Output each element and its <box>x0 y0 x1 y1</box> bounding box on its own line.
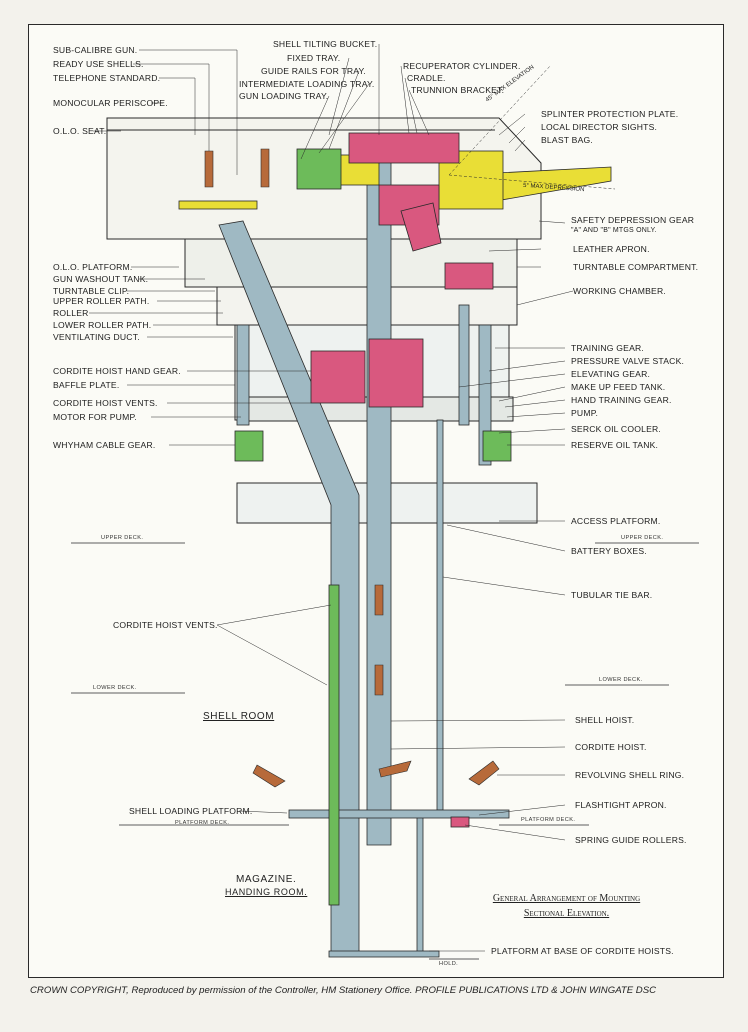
label-access-platform: ACCESS PLATFORM. <box>571 516 661 526</box>
label-make-up-feed-tank: MAKE UP FEED TANK. <box>571 382 666 392</box>
label-shell-room: SHELL ROOM <box>203 711 274 722</box>
hoist-base-platform <box>328 950 440 958</box>
deck-hold: HOLD. <box>439 961 459 967</box>
label-lower-roller-path: LOWER ROLLER PATH. <box>53 320 152 330</box>
label-gun-loading-tray: GUN LOADING TRAY. <box>239 91 329 101</box>
hoist-shell-2 <box>374 664 384 696</box>
label-hand-training-gear: HAND TRAINING GEAR. <box>571 395 672 405</box>
label-working-chamber: WORKING CHAMBER. <box>573 286 666 296</box>
label-pump: PUMP. <box>571 408 599 418</box>
reserve-oil-tank <box>482 430 512 462</box>
copyright-credit: CROWN COPYRIGHT, Reproduced by permissio… <box>30 985 657 996</box>
deck-upper-right: UPPER DECK. <box>621 535 664 541</box>
label-shell-tilting-bucket: SHELL TILTING BUCKET. <box>273 39 378 49</box>
label-telephone-standard: TELEPHONE STANDARD. <box>53 73 161 83</box>
label-intermediate-loading-tray: INTERMEDIATE LOADING TRAY. <box>239 79 375 89</box>
label-cordite-hoist-vents-upper: CORDITE HOIST VENTS. <box>53 398 158 408</box>
label-roller: ROLLER <box>53 308 89 318</box>
label-fixed-tray: FIXED TRAY. <box>287 53 341 63</box>
training-gear-column <box>458 304 470 426</box>
label-ready-use-shells: READY USE SHELLS. <box>53 59 144 69</box>
loading-tray-green <box>296 148 342 190</box>
sub-calibre-gun <box>178 200 258 210</box>
handing-room-text: HANDING ROOM. <box>225 887 308 897</box>
hoist-shell-1 <box>374 584 384 616</box>
label-guide-rails-for-tray: GUIDE RAILS FOR TRAY. <box>261 66 366 76</box>
label-shell-loading-platform: SHELL LOADING PLATFORM. <box>129 806 253 816</box>
label-elevating-gear: ELEVATING GEAR. <box>571 369 651 379</box>
spring-guide-rollers <box>450 816 470 828</box>
label-ventilating-duct: VENTILATING DUCT. <box>53 332 140 342</box>
support-column-right <box>478 324 492 466</box>
label-olo-platform: O.L.O. PLATFORM. <box>53 262 133 272</box>
tubular-tie-bar <box>436 419 444 811</box>
mounting-sectional-elevation <box>71 44 699 960</box>
drawing-frame: SUB-CALIBRE GUN. READY USE SHELLS. TELEP… <box>28 24 724 978</box>
shell-room-text: SHELL ROOM <box>203 711 275 722</box>
ready-use-shell-1 <box>204 150 214 188</box>
label-cradle: CRADLE. <box>407 73 446 83</box>
diagram-title: General Arrangement of Mounting Sectiona… <box>479 891 654 921</box>
label-splinter-protection-plate: SPLINTER PROTECTION PLATE. <box>541 109 679 119</box>
pump-unit <box>368 338 424 408</box>
label-turntable-clip: TURNTABLE CLIP. <box>53 286 130 296</box>
deck-upper-left: UPPER DECK. <box>101 535 144 541</box>
deck-lower-right: LOWER DECK. <box>599 677 643 683</box>
label-reserve-oil-tank: RESERVE OIL TANK. <box>571 440 659 450</box>
recuperator <box>348 132 460 164</box>
ready-use-shell-2 <box>260 148 270 188</box>
label-safety-depression-gear: SAFETY DEPRESSION GEAR <box>571 215 695 225</box>
label-local-director-sights: LOCAL DIRECTOR SIGHTS. <box>541 122 658 132</box>
cordite-hoist-green-section <box>328 584 340 906</box>
label-upper-roller-path: UPPER ROLLER PATH. <box>53 296 150 306</box>
label-recuperator-cylinder: RECUPERATOR CYLINDER. <box>403 61 521 71</box>
label-sub-calibre-gun: SUB-CALIBRE GUN. <box>53 45 138 55</box>
deck-lower-left: LOWER DECK. <box>93 685 137 691</box>
label-leather-apron: LEATHER APRON. <box>573 244 650 254</box>
label-trunnion-bracket: TRUNNION BRACKET. <box>411 85 505 95</box>
revolving-shell-ring-right <box>468 760 500 786</box>
label-serck-oil-cooler: SERCK OIL COOLER. <box>571 424 661 434</box>
label-training-gear: TRAINING GEAR. <box>571 343 644 353</box>
label-cordite-hoist: CORDITE HOIST. <box>575 742 647 752</box>
deck-platform-right: PLATFORM DECK. <box>521 817 576 823</box>
label-blast-bag: BLAST BAG. <box>541 135 593 145</box>
label-flashtight-apron: FLASHTIGHT APRON. <box>575 800 667 810</box>
whyham-cable-gear <box>234 430 264 462</box>
title-line-2: Sectional Elevation. <box>523 908 610 919</box>
label-baffle-plate: BAFFLE PLATE. <box>53 380 120 390</box>
label-spring-guide-rollers: SPRING GUIDE ROLLERS. <box>575 835 687 845</box>
magazine-text: MAGAZINE. <box>235 874 297 885</box>
flashtight-apron <box>288 809 510 819</box>
label-tubular-tie-bar: TUBULAR TIE BAR. <box>571 590 653 600</box>
label-turntable-compartment: TURNTABLE COMPARTMENT. <box>573 262 699 272</box>
label-magazine: MAGAZINE. HANDING ROOM. <box>225 873 307 899</box>
label-cordite-hoist-hand-gear: CORDITE HOIST HAND GEAR. <box>53 366 181 376</box>
label-revolving-shell-ring: REVOLVING SHELL RING. <box>575 770 685 780</box>
cordite-hoist-hand-gear <box>310 350 366 404</box>
label-safety-depression-note: "A" AND "B" MTGS ONLY. <box>571 227 657 234</box>
platform-column <box>416 814 424 956</box>
label-pressure-valve-stack: PRESSURE VALVE STACK. <box>571 356 685 366</box>
label-whyham-cable-gear: WHYHAM CABLE GEAR. <box>53 440 156 450</box>
deck-platform-left: PLATFORM DECK. <box>175 820 230 826</box>
support-column-left <box>236 324 250 426</box>
label-shell-hoist: SHELL HOIST. <box>575 715 635 725</box>
revolving-shell-ring-center <box>378 760 412 778</box>
shell-tilting-bucket <box>400 202 442 252</box>
label-monocular-periscope: MONOCULAR PERISCOPE. <box>53 98 168 108</box>
training-gear-unit <box>444 262 494 290</box>
shell-hoist-trunk <box>366 144 392 846</box>
label-gun-washout-tank: GUN WASHOUT TANK. <box>53 274 149 284</box>
label-cordite-hoist-vents-lower: CORDITE HOIST VENTS. <box>113 620 218 630</box>
label-platform-base-cordite-hoists: PLATFORM AT BASE OF CORDITE HOISTS. <box>491 946 674 956</box>
revolving-shell-ring-left <box>252 764 286 788</box>
label-battery-boxes: BATTERY BOXES. <box>571 546 647 556</box>
label-motor-for-pump: MOTOR FOR PUMP. <box>53 412 137 422</box>
label-olo-seat: O.L.O. SEAT. <box>53 126 107 136</box>
title-line-1: General Arrangement of Mounting <box>492 893 641 904</box>
